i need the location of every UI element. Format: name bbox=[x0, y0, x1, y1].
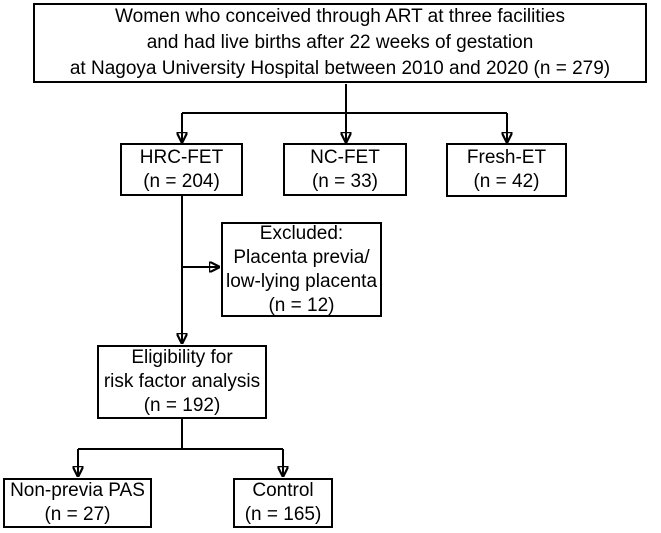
node-excluded: Excluded: Placenta previa/ low-lying pla… bbox=[221, 222, 382, 317]
node-nc-fet: NC-FET (n = 33) bbox=[283, 143, 407, 196]
node-text-line: (n = 27) bbox=[44, 504, 111, 525]
node-text-line: Placenta previa/ bbox=[233, 246, 370, 268]
node-text-line: NC-FET bbox=[310, 146, 380, 168]
node-control: Control (n = 165) bbox=[233, 478, 333, 528]
node-text-line: (n = 42) bbox=[473, 171, 540, 192]
node-text-line: (n = 204) bbox=[143, 170, 220, 192]
node-text-line: Control bbox=[252, 480, 314, 501]
node-hrc-fet: HRC-FET (n = 204) bbox=[120, 143, 243, 196]
node-text-line: Eligibility for bbox=[131, 347, 233, 368]
node-text-line: Excluded: bbox=[259, 222, 344, 244]
node-text-line: (n = 192) bbox=[143, 395, 221, 416]
node-eligibility: Eligibility for risk factor analysis (n … bbox=[97, 345, 267, 419]
node-text-line: (n = 165) bbox=[244, 504, 322, 525]
node-text-line: Women who conceived through ART at three… bbox=[115, 6, 565, 27]
node-fresh-et: Fresh-ET (n = 42) bbox=[446, 143, 567, 197]
node-text-line: HRC-FET bbox=[139, 146, 224, 168]
node-text-line: and had live births after 22 weeks of ge… bbox=[146, 32, 534, 53]
node-non-previa-pas: Non-previa PAS (n = 27) bbox=[3, 478, 152, 528]
node-source-population: Women who conceived through ART at three… bbox=[33, 3, 647, 83]
node-text-line: at Nagoya University Hospital between 20… bbox=[69, 58, 611, 79]
node-text-line: low-lying placenta bbox=[225, 270, 378, 292]
node-text-line: (n = 33) bbox=[311, 170, 378, 192]
node-text-line: risk factor analysis bbox=[103, 371, 261, 392]
node-text-line: Non-previa PAS bbox=[10, 480, 145, 501]
node-text-line: Fresh-ET bbox=[466, 147, 547, 168]
node-text-line: (n = 12) bbox=[268, 294, 335, 316]
